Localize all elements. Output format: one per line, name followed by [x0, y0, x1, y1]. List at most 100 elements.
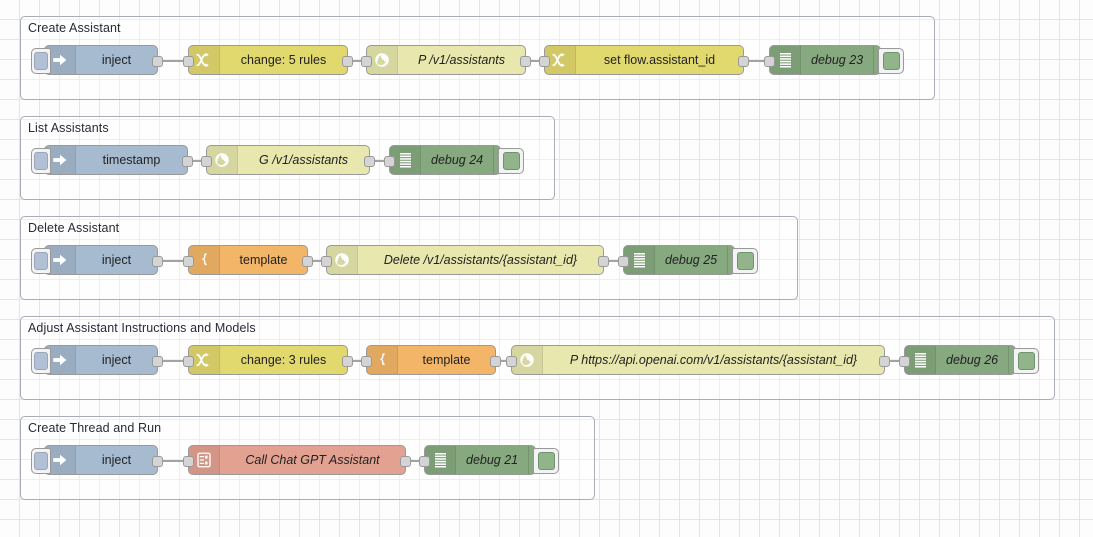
flow-node-debug[interactable]: debug 23: [764, 45, 904, 75]
flow-node-template[interactable]: template: [183, 245, 313, 275]
inject-trigger-button[interactable]: [31, 448, 51, 474]
flow-wire[interactable]: [163, 360, 183, 362]
inject-button-face: [34, 152, 48, 170]
node-output-port[interactable]: [400, 456, 411, 467]
node-output-port[interactable]: [490, 356, 501, 367]
node-label: inject: [101, 253, 132, 267]
debug-button-face: [537, 452, 555, 470]
node-output-port[interactable]: [342, 356, 353, 367]
node-output-port[interactable]: [182, 156, 193, 167]
flow-wire[interactable]: [609, 260, 618, 262]
flow-node-inject[interactable]: inject: [31, 445, 163, 475]
flow-wire[interactable]: [890, 360, 899, 362]
debug-toggle-button[interactable]: [1013, 348, 1039, 374]
node-output-port[interactable]: [152, 456, 163, 467]
node-input-port[interactable]: [539, 56, 550, 67]
node-input-port[interactable]: [183, 356, 194, 367]
flow-node-debug[interactable]: debug 21: [419, 445, 559, 475]
node-output-port[interactable]: [152, 256, 163, 267]
debug-toggle-button[interactable]: [498, 148, 524, 174]
debug-toggle-button[interactable]: [732, 248, 758, 274]
node-label: debug 24: [431, 153, 484, 167]
node-input-port[interactable]: [419, 456, 430, 467]
flow-node-inject[interactable]: inject: [31, 45, 163, 75]
flow-node-change[interactable]: change: 5 rules: [183, 45, 353, 75]
globe-icon: [367, 46, 398, 74]
flow-wire[interactable]: [375, 160, 384, 162]
node-output-port[interactable]: [879, 356, 890, 367]
flow-node-inject[interactable]: inject: [31, 345, 163, 375]
flow-wire[interactable]: [163, 260, 183, 262]
node-input-port[interactable]: [183, 56, 194, 67]
node-label: change: 3 rules: [240, 353, 327, 367]
flow-wire[interactable]: [193, 160, 201, 162]
flow-wire[interactable]: [411, 460, 419, 462]
node-input-port[interactable]: [183, 256, 194, 267]
debug-lines-icon: [624, 246, 655, 274]
node-input-port[interactable]: [201, 156, 212, 167]
inject-trigger-button[interactable]: [31, 48, 51, 74]
inject-trigger-button[interactable]: [31, 248, 51, 274]
node-input-port[interactable]: [183, 456, 194, 467]
inject-button-face: [34, 252, 48, 270]
node-input-port[interactable]: [764, 56, 775, 67]
debug-button-face: [882, 52, 900, 70]
flow-wire[interactable]: [749, 60, 764, 62]
flow-node-inject[interactable]: timestamp: [31, 145, 193, 175]
flow-wire[interactable]: [163, 460, 183, 462]
node-label: Delete /v1/assistants/{assistant_id}: [383, 253, 578, 267]
inject-trigger-button[interactable]: [31, 348, 51, 374]
node-input-port[interactable]: [618, 256, 629, 267]
node-input-port[interactable]: [506, 356, 517, 367]
debug-lines-icon: [770, 46, 801, 74]
node-output-port[interactable]: [520, 56, 531, 67]
globe-icon: [512, 346, 543, 374]
node-output-port[interactable]: [302, 256, 313, 267]
node-input-port[interactable]: [899, 356, 910, 367]
flow-node-change[interactable]: change: 3 rules: [183, 345, 353, 375]
node-output-port[interactable]: [342, 56, 353, 67]
debug-toggle-button[interactable]: [533, 448, 559, 474]
debug-button-face: [736, 252, 754, 270]
debug-button-face: [1017, 352, 1035, 370]
inject-button-face: [34, 452, 48, 470]
node-output-port[interactable]: [364, 156, 375, 167]
brace-icon: [189, 246, 220, 274]
node-output-port[interactable]: [152, 56, 163, 67]
node-output-port[interactable]: [738, 56, 749, 67]
flow-node-debug[interactable]: debug 25: [618, 245, 758, 275]
brace-icon: [367, 346, 398, 374]
globe-icon: [327, 246, 358, 274]
node-label: timestamp: [102, 153, 161, 167]
flow-node-template[interactable]: template: [361, 345, 501, 375]
flow-node-debug[interactable]: debug 26: [899, 345, 1039, 375]
flow-node-http[interactable]: G /v1/assistants: [201, 145, 375, 175]
flow-wire[interactable]: [353, 60, 361, 62]
flow-wire[interactable]: [163, 60, 183, 62]
node-input-port[interactable]: [321, 256, 332, 267]
node-input-port[interactable]: [384, 156, 395, 167]
flow-node-change[interactable]: set flow.assistant_id: [539, 45, 749, 75]
flow-wire[interactable]: [353, 360, 361, 362]
node-output-port[interactable]: [152, 356, 163, 367]
flow-wire[interactable]: [501, 360, 506, 362]
flow-node-debug[interactable]: debug 24: [384, 145, 524, 175]
flow-node-http[interactable]: P /v1/assistants: [361, 45, 531, 75]
debug-toggle-button[interactable]: [878, 48, 904, 74]
node-label: template: [422, 353, 471, 367]
flow-node-http[interactable]: Delete /v1/assistants/{assistant_id}: [321, 245, 609, 275]
flow-node-http[interactable]: P https://api.openai.com/v1/assistants/{…: [506, 345, 890, 375]
flow-wire[interactable]: [313, 260, 321, 262]
group-title: List Assistants: [28, 121, 109, 135]
flow-node-inject[interactable]: inject: [31, 245, 163, 275]
flow-wire[interactable]: [531, 60, 539, 62]
flow-node-gpt[interactable]: Call Chat GPT Assistant: [183, 445, 411, 475]
node-input-port[interactable]: [361, 56, 372, 67]
node-input-port[interactable]: [361, 356, 372, 367]
node-output-port[interactable]: [598, 256, 609, 267]
group-title: Create Assistant: [28, 21, 121, 35]
node-label: inject: [101, 53, 132, 67]
chatgpt-icon: [189, 446, 220, 474]
inject-trigger-button[interactable]: [31, 148, 51, 174]
